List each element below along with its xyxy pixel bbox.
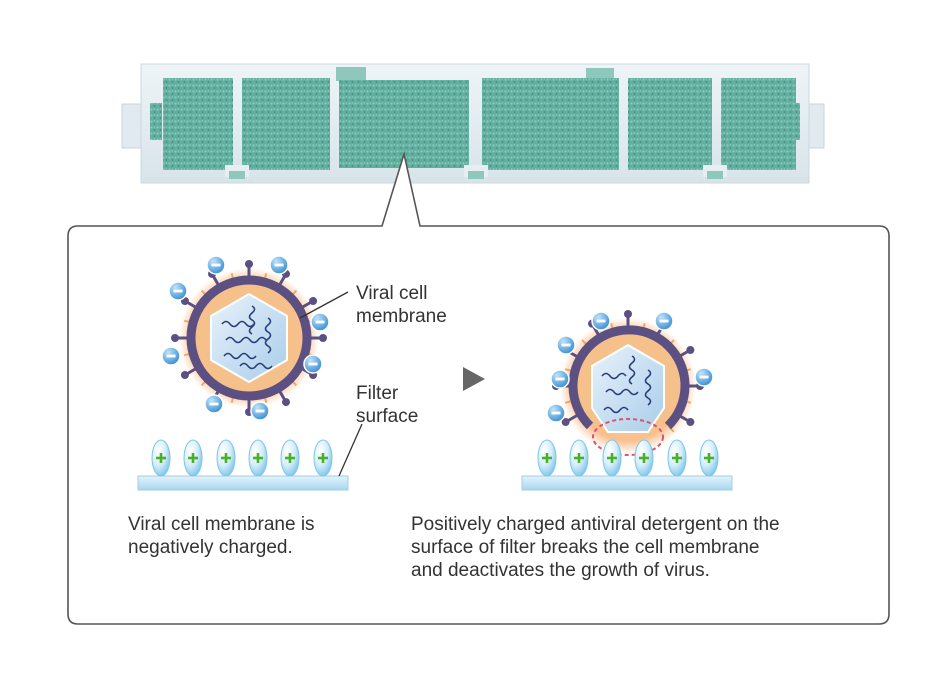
minus-circle-icon	[591, 311, 611, 331]
filter-surface-left	[137, 423, 363, 491]
plus-oval-icon	[151, 439, 171, 477]
air-filter-illustration	[121, 63, 825, 184]
plus-oval-icon	[248, 439, 268, 477]
leader-line-membrane	[299, 291, 349, 319]
minus-circle-icon	[310, 312, 330, 332]
caption-negative-charge: Viral cell membrane is negatively charge…	[128, 514, 315, 558]
plus-oval-icon	[634, 439, 654, 477]
virus-spike-tip	[282, 398, 290, 407]
minus-circle-icon	[550, 369, 570, 389]
plus-oval-icon	[667, 439, 687, 477]
viral-cell-membrane-label: Viral cell membrane	[356, 283, 447, 327]
minus-circle-icon	[694, 367, 714, 387]
minus-circle-icon	[546, 403, 566, 423]
minus-circle-icon	[161, 346, 181, 366]
virus-spike-tip	[245, 260, 253, 268]
plus-oval-icon	[699, 439, 719, 477]
caption-antiviral-action: Positively charged antiviral detergent o…	[411, 514, 780, 581]
plus-oval-icon	[183, 439, 203, 477]
minus-circle-icon	[206, 255, 226, 275]
leader-line-surface	[338, 423, 363, 477]
play-triangle-icon	[463, 367, 485, 391]
minus-circle-icon	[654, 311, 674, 331]
filter-surface-label: Filter surface	[356, 383, 419, 427]
plus-oval-icon	[569, 439, 589, 477]
filter-surface-right	[521, 475, 733, 491]
minus-circle-icon	[168, 281, 188, 301]
viral-rna-strands	[221, 305, 273, 370]
viral-rna-strands	[601, 355, 652, 414]
minus-circle-icon	[250, 401, 270, 421]
virus-spike-tip	[686, 346, 695, 354]
plus-oval-icon	[280, 439, 300, 477]
virus-spike-tip	[319, 334, 327, 342]
charge-ions	[151, 255, 719, 477]
virus-spike-tip	[180, 371, 189, 379]
plus-oval-icon	[537, 439, 557, 477]
virus-spike-tip	[309, 297, 318, 305]
plus-oval-icon	[216, 439, 236, 477]
plus-oval-icon	[602, 439, 622, 477]
minus-circle-icon	[303, 354, 323, 374]
membrane-break-marker	[592, 418, 664, 456]
virus-damaged	[552, 310, 704, 456]
plus-oval-icon	[313, 439, 333, 477]
minus-circle-icon	[269, 255, 289, 275]
virus-spike-tip	[171, 334, 179, 342]
virus-spike-tip	[561, 418, 570, 426]
minus-circle-icon	[204, 394, 224, 414]
minus-circle-icon	[556, 335, 576, 355]
virus-spike-tip	[686, 418, 695, 426]
virus-spike-tip	[624, 310, 632, 318]
virus-intact	[171, 260, 349, 416]
